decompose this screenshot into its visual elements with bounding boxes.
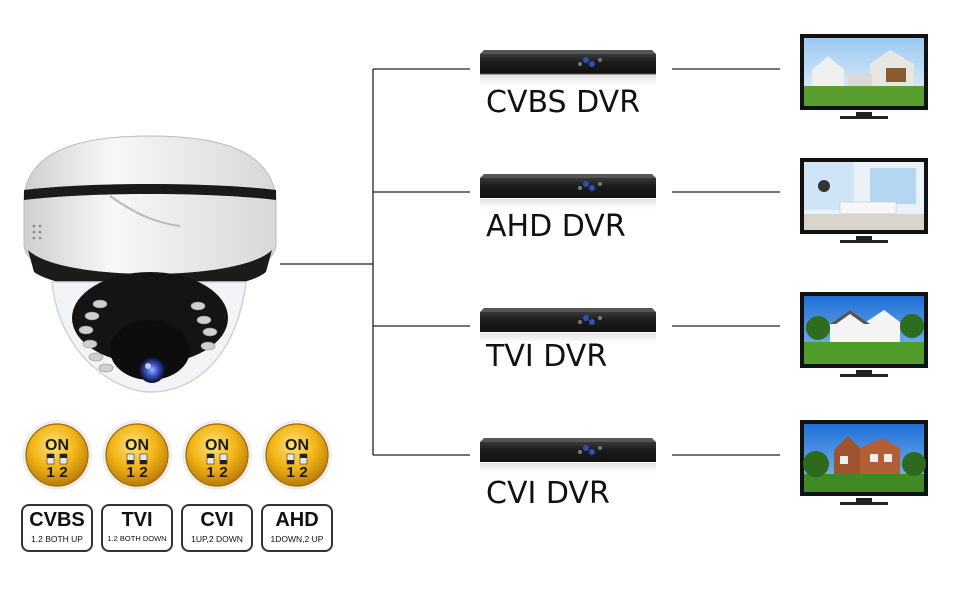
svg-text:2: 2 [219, 464, 227, 481]
svg-text:2: 2 [139, 464, 147, 481]
mode-name: CVBS [29, 509, 85, 531]
dvr-unit [480, 174, 656, 209]
mode-box-cvbs: CVBS 1.2 BOTH UP [21, 504, 93, 552]
tv-brick-house [800, 420, 928, 505]
dome-camera-icon [23, 135, 277, 393]
dvr-unit [480, 308, 656, 343]
mode-desc: 1.2 BOTH UP [31, 534, 83, 544]
svg-text:1: 1 [206, 464, 214, 481]
svg-text:2: 2 [299, 464, 307, 481]
svg-text:2: 2 [59, 464, 67, 481]
tv-modern-house [800, 34, 928, 119]
dvr-unit [480, 438, 656, 473]
tv-house-lawn [800, 292, 928, 377]
dip-switch-icon: ON 1 2 [182, 420, 252, 490]
dip-switch-icon: ON 1 2 [262, 420, 332, 490]
svg-text:ON: ON [205, 437, 229, 454]
svg-text:1: 1 [126, 464, 134, 481]
dvr-label-cvi: CVI DVR [486, 476, 610, 511]
dvr-label-tvi: TVI DVR [486, 339, 608, 374]
tv-monitor-icon [800, 34, 928, 505]
dvr-unit [480, 50, 656, 85]
svg-text:1: 1 [46, 464, 54, 481]
mode-desc: 1UP,2 DOWN [191, 534, 243, 544]
dip-switch-icon: ON 1 2 [102, 420, 172, 490]
dvr-label-cvbs: CVBS DVR [486, 85, 641, 120]
mode-name: AHD [275, 509, 319, 531]
mode-box-ahd: AHD 1DOWN,2 UP [261, 504, 333, 552]
dip-switch-icon: ON 1 2 [22, 420, 92, 490]
dvr-recorder-icon [480, 50, 656, 473]
tv-living-room [800, 158, 928, 243]
connection-lines [280, 68, 780, 456]
dip-switch-badges: ON 1 2 ON 1 2 ON [22, 420, 332, 490]
mode-name: CVI [200, 509, 234, 531]
svg-text:ON: ON [125, 437, 149, 454]
mode-name: TVI [121, 509, 153, 531]
mode-box-tvi: TVI 1.2 BOTH DOWN [101, 504, 173, 552]
mode-desc: 1.2 BOTH DOWN [107, 534, 167, 543]
svg-text:ON: ON [285, 437, 309, 454]
dvr-label-ahd: AHD DVR [486, 209, 626, 244]
svg-text:1: 1 [286, 464, 294, 481]
switch-on-label: ON [45, 437, 69, 454]
mode-desc: 1DOWN,2 UP [270, 534, 324, 544]
mode-box-cvi: CVI 1UP,2 DOWN [181, 504, 253, 552]
